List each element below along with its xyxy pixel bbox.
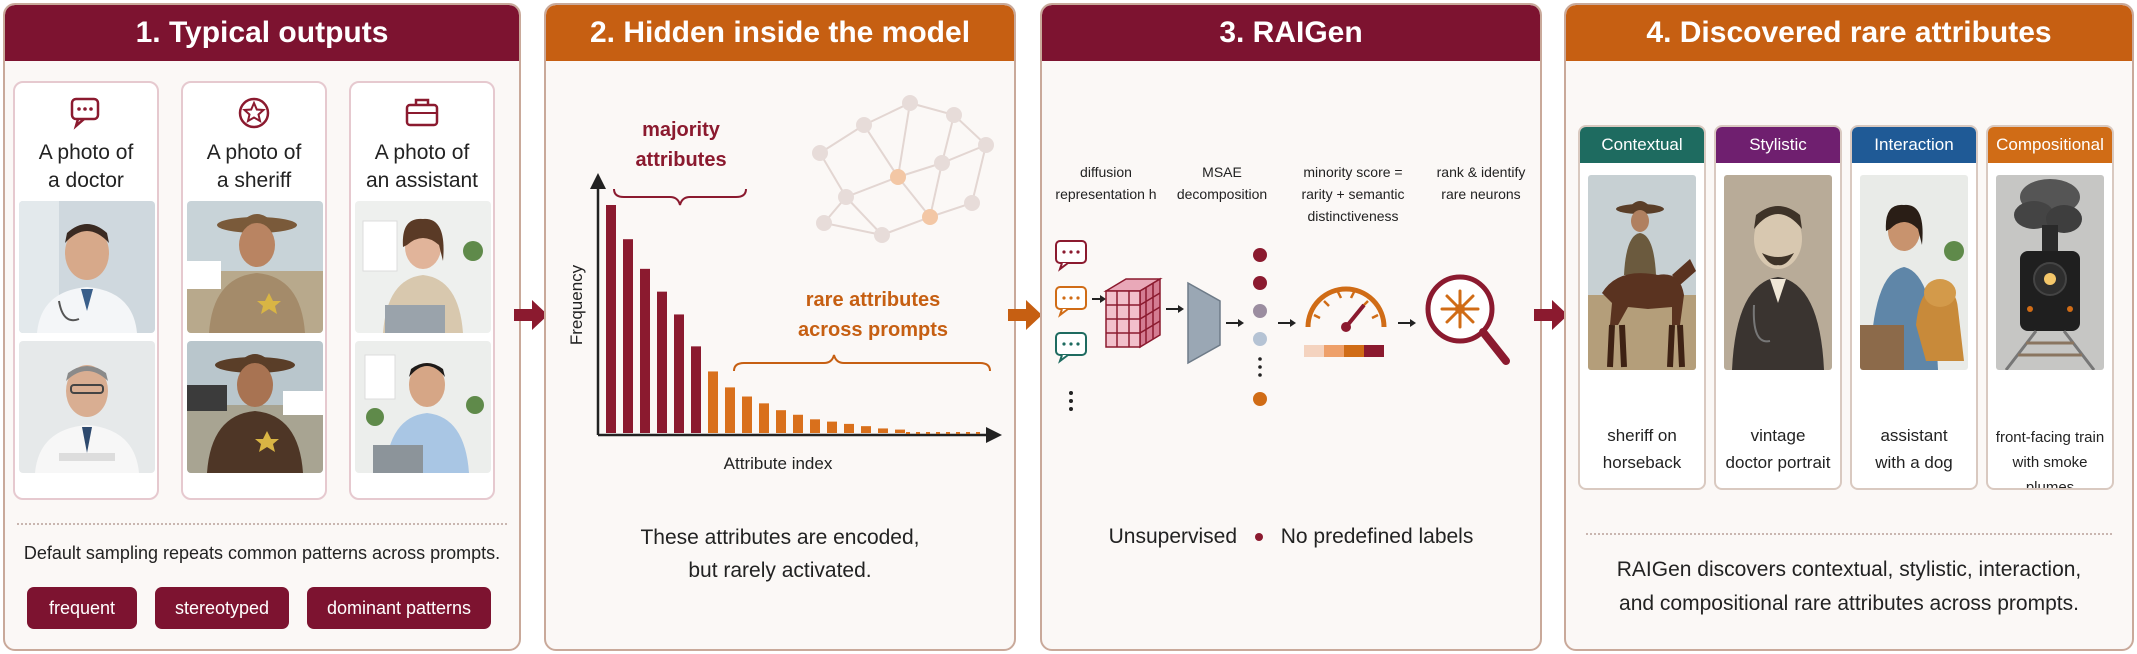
card-caption: front-facing train with smoke plumes bbox=[1995, 429, 2105, 490]
card-label: Interaction bbox=[1852, 127, 1976, 163]
panel-caption: RAIGen discovers contextual, stylistic, … bbox=[1616, 558, 2082, 615]
panel-discovered-rare-attributes: 4. Discovered rare attributes Contextual… bbox=[1564, 3, 2134, 651]
card-interaction: Interaction assistant with a dog bbox=[1850, 125, 1978, 490]
chat-bubble-icon bbox=[70, 97, 100, 130]
network-graph-icon bbox=[812, 95, 994, 243]
card-compositional: Compositional front-facing train with sm… bbox=[1986, 125, 2114, 490]
frequency-bar bbox=[827, 421, 837, 433]
doctor-photo-2 bbox=[19, 341, 155, 473]
bullet-dot bbox=[1254, 533, 1263, 542]
frequency-bar bbox=[657, 291, 667, 433]
panel-typical-outputs: 1. Typical outputs A photo of a doctor bbox=[3, 3, 521, 651]
panel-title: 2. Hidden inside the model bbox=[546, 5, 1014, 61]
assistant-photo-2 bbox=[355, 341, 491, 473]
frequency-bar bbox=[810, 419, 820, 433]
frequency-bar bbox=[742, 396, 752, 433]
arrow-right-icon bbox=[1008, 300, 1042, 330]
card-contextual: Contextual sheriff on horseback bbox=[1578, 125, 1706, 490]
arrow-right-icon bbox=[1534, 300, 1568, 330]
prompt-bubble-icon bbox=[1055, 332, 1087, 364]
frequency-chart: Frequency Attribute index bbox=[567, 173, 1002, 473]
prompt-text: A photo of a doctor bbox=[38, 141, 134, 192]
divider bbox=[17, 523, 507, 525]
card-caption: assistant with a dog bbox=[1875, 426, 1953, 472]
frequency-bar bbox=[640, 268, 650, 433]
panel-caption: Default sampling repeats common patterns… bbox=[23, 543, 501, 563]
doctor-photo-1 bbox=[19, 201, 155, 333]
frequency-bar bbox=[708, 371, 718, 433]
step-rank-identify: rank & identify rare neurons bbox=[1436, 164, 1526, 202]
majority-attributes-label: majority attributes bbox=[635, 119, 727, 171]
divider bbox=[1586, 533, 2112, 535]
step-minority-score: minority score = rarity + semantic disti… bbox=[1301, 164, 1405, 224]
feature-cube-icon bbox=[1103, 277, 1163, 349]
frequency-bar bbox=[861, 426, 871, 433]
card-caption: sheriff on horseback bbox=[1602, 426, 1682, 472]
frequency-bar bbox=[878, 428, 888, 433]
prompt-bubble-icon bbox=[1055, 240, 1087, 272]
card-label: Compositional bbox=[1988, 127, 2112, 163]
prompt-bubble-icon bbox=[1055, 286, 1087, 318]
panel-footer: Unsupervised No predefined labels bbox=[1042, 525, 1540, 549]
assistant-with-dog-image bbox=[1860, 175, 1968, 370]
y-axis-label: Frequency bbox=[567, 264, 586, 345]
prompt-column-assistant: A photo of an assistant bbox=[349, 81, 495, 500]
pipeline-diagram bbox=[1055, 240, 1510, 411]
ellipsis-icon bbox=[1069, 391, 1073, 411]
frequency-bar bbox=[895, 429, 905, 433]
card-label: Contextual bbox=[1580, 127, 1704, 163]
neuron-activations bbox=[1253, 248, 1267, 406]
sheriff-photo-1 bbox=[187, 201, 323, 333]
frequency-bar bbox=[759, 403, 769, 433]
step-msae-decomposition: MSAE decomposition bbox=[1176, 164, 1268, 202]
prompt-text: A photo of an assistant bbox=[365, 141, 479, 192]
rare-brace bbox=[733, 354, 991, 372]
x-axis-label: Attribute index bbox=[724, 454, 833, 473]
panel-title: 1. Typical outputs bbox=[5, 5, 519, 61]
unsupervised-label: Unsupervised bbox=[1108, 525, 1238, 548]
sheriff-horseback-image bbox=[1588, 175, 1696, 370]
arrow-right-icon bbox=[514, 300, 548, 330]
assistant-photo-1 bbox=[355, 201, 491, 333]
no-labels-label: No predefined labels bbox=[1280, 525, 1474, 548]
frequency-bar bbox=[725, 387, 735, 433]
panel-hidden-inside-model: 2. Hidden inside the model majority attr… bbox=[544, 3, 1016, 651]
msae-encoder-shape bbox=[1187, 281, 1221, 365]
prompt-column-sheriff: A photo of a sheriff bbox=[181, 81, 327, 500]
tag-frequent: frequent bbox=[27, 587, 137, 629]
magnifier-icon bbox=[1425, 274, 1510, 365]
card-label: Stylistic bbox=[1716, 127, 1840, 163]
frequency-bar bbox=[606, 205, 616, 433]
minority-score-gauge-icon bbox=[1304, 286, 1387, 357]
step-diffusion-representation: diffusion representation h bbox=[1055, 164, 1157, 202]
panel-title: 4. Discovered rare attributes bbox=[1566, 5, 2132, 61]
vintage-doctor-portrait-image bbox=[1724, 175, 1832, 370]
rare-attributes-label: rare attributes across prompts bbox=[797, 289, 949, 341]
tag-stereotyped: stereotyped bbox=[155, 587, 289, 629]
star-badge-icon bbox=[238, 97, 270, 129]
y-axis-arrow bbox=[590, 173, 606, 189]
panel-title: 3. RAIGen bbox=[1042, 5, 1540, 61]
frequency-bar bbox=[691, 346, 701, 433]
prompt-text: A photo of a sheriff bbox=[206, 141, 302, 192]
frequency-bar bbox=[793, 414, 803, 433]
card-stylistic: Stylistic vintage doctor portrait bbox=[1714, 125, 1842, 490]
x-axis-arrow bbox=[986, 427, 1002, 443]
frequency-bar bbox=[844, 423, 854, 433]
panel-raigen: 3. RAIGen diffusion representation h MSA… bbox=[1040, 3, 1542, 651]
frequency-bar bbox=[776, 410, 786, 433]
tag-dominant-patterns: dominant patterns bbox=[307, 587, 491, 629]
prompt-column-doctor: A photo of a doctor bbox=[13, 81, 159, 500]
front-facing-train-image bbox=[1996, 175, 2104, 370]
frequency-bar bbox=[674, 314, 684, 433]
card-caption: vintage doctor portrait bbox=[1725, 426, 1831, 472]
frequency-bar bbox=[623, 239, 633, 433]
sheriff-photo-2 bbox=[187, 341, 323, 473]
majority-brace bbox=[613, 188, 747, 206]
panel-caption: These attributes are encoded, but rarely… bbox=[640, 526, 920, 582]
briefcase-icon bbox=[405, 98, 439, 127]
